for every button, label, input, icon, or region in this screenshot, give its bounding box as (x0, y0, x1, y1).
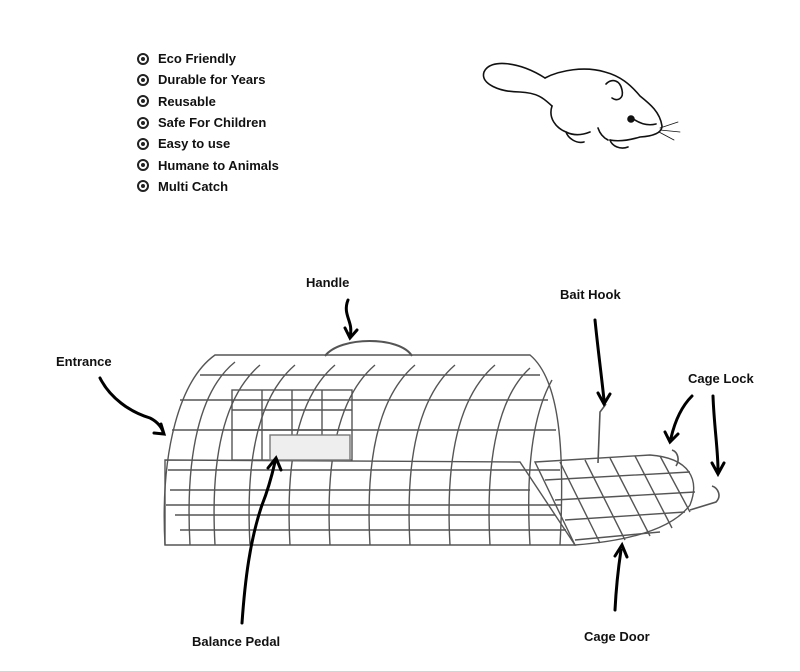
cage-door-arrow (613, 548, 623, 612)
feature-item: Durable for Years (137, 69, 279, 90)
label-cage-door: Cage Door (584, 629, 650, 644)
feature-list: Eco Friendly Durable for Years Reusable … (137, 48, 279, 197)
pointer-arrows (98, 298, 726, 625)
rat-illustration (482, 62, 681, 149)
label-handle: Handle (306, 275, 350, 290)
bullet-icon (137, 137, 149, 150)
bullet-icon (137, 73, 149, 86)
cage-door-arrowhead (613, 541, 629, 559)
balance-pedal-arrow (240, 460, 277, 625)
feature-item: Easy to use (137, 133, 279, 154)
entrance-arrow (98, 376, 165, 434)
bait-hook-arrow (593, 318, 606, 402)
cage-lock-arrowhead-1 (663, 430, 680, 445)
cage (163, 340, 720, 546)
bullet-icon (137, 159, 149, 172)
bullet-icon (137, 180, 149, 193)
handle-arrowhead (343, 326, 359, 341)
cage-lock-arrow-2 (711, 394, 720, 472)
entrance-arrowhead (152, 422, 167, 436)
label-cage-lock: Cage Lock (688, 371, 754, 386)
bait-hook-arrowhead (596, 391, 612, 408)
label-entrance: Entrance (56, 354, 112, 369)
feature-item: Multi Catch (137, 176, 279, 197)
bullet-icon (137, 116, 149, 129)
bullet-icon (137, 95, 149, 108)
feature-item: Safe For Children (137, 112, 279, 133)
balance-pedal-arrowhead (266, 455, 283, 472)
label-balance-pedal: Balance Pedal (192, 634, 281, 649)
label-bait-hook: Bait Hook (560, 287, 621, 302)
feature-item: Humane to Animals (137, 154, 279, 175)
cage-lock-arrowhead-2 (710, 461, 726, 478)
cage-lock-arrow-1 (669, 394, 694, 440)
bullet-icon (137, 52, 149, 65)
feature-item: Reusable (137, 91, 279, 112)
feature-item: Eco Friendly (137, 48, 279, 69)
handle-arrow (344, 298, 353, 338)
